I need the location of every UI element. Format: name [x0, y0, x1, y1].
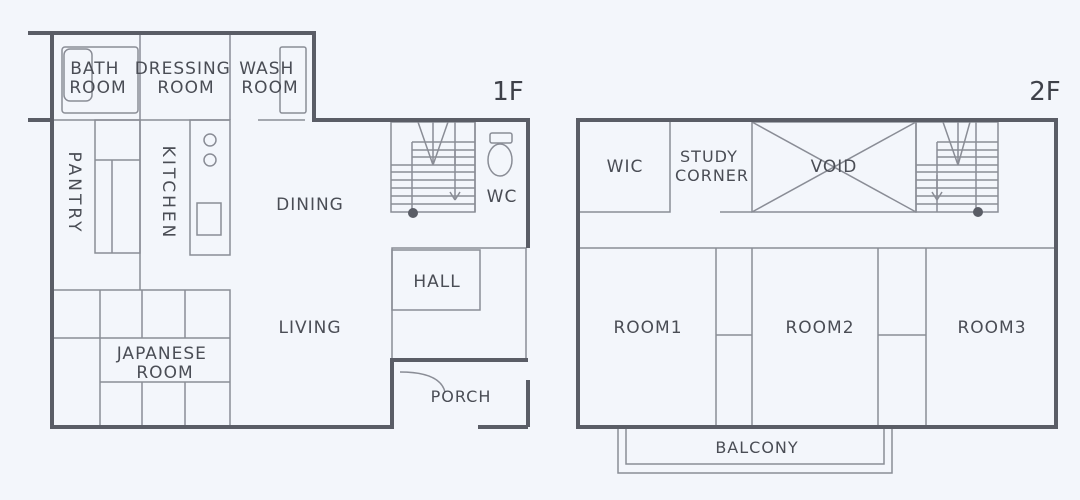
room-label-void: VOID — [811, 157, 858, 177]
room-label-room1: ROOM1 — [613, 318, 682, 338]
room-label-wc: WC — [487, 187, 518, 207]
room-label-kitchen: KITCHEN — [158, 146, 178, 241]
interior-lines-2f — [578, 121, 1056, 474]
room-label-pantry: PANTRY — [64, 151, 84, 234]
labels: 1F 2F BATH ROOM DRESSING ROOM WASH ROOM … — [64, 59, 1061, 457]
floor-label-2f: 2F — [1029, 77, 1061, 107]
room-label-japanese-room: JAPANESE ROOM — [116, 344, 214, 383]
room-label-bath-room: BATH ROOM — [69, 59, 126, 98]
room-label-balcony: BALCONY — [715, 438, 798, 457]
stair-start-dot-1f — [408, 208, 418, 218]
room-label-living: LIVING — [278, 318, 341, 338]
room-label-porch: PORCH — [431, 387, 492, 406]
room-label-study-corner: STUDY CORNER — [675, 147, 749, 185]
walls-1f — [28, 31, 530, 429]
floor-label-1f: 1F — [492, 77, 524, 107]
stair-start-dot-2f — [973, 207, 983, 217]
room-label-wic: WIC — [607, 157, 644, 177]
room-label-dressing-room: DRESSING ROOM — [135, 59, 238, 98]
room-label-wash-room: WASH ROOM — [239, 59, 301, 98]
walls-2f — [576, 118, 1058, 429]
room-label-room3: ROOM3 — [957, 318, 1026, 338]
room-label-dining: DINING — [276, 195, 344, 215]
room-label-hall: HALL — [413, 272, 460, 292]
room-label-room2: ROOM2 — [785, 318, 854, 338]
floor-1f — [28, 31, 530, 429]
floor-2f — [576, 118, 1058, 474]
